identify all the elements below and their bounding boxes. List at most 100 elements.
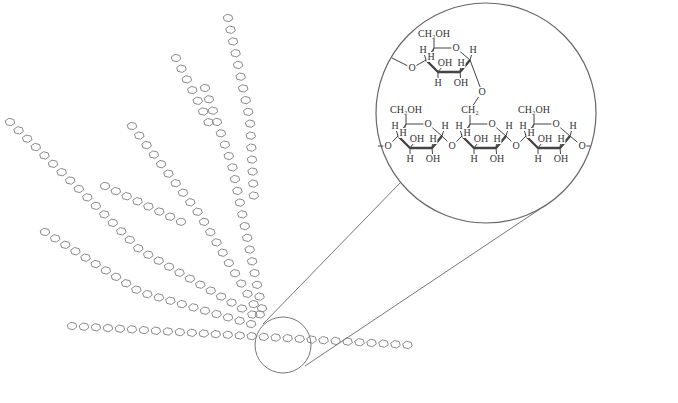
- glucose-unit: [139, 326, 149, 333]
- glucose-unit: [242, 234, 252, 241]
- atom-label: H: [492, 134, 501, 144]
- glucose-unit: [200, 84, 210, 91]
- glucose-unit: [235, 332, 245, 339]
- glucose-unit: [241, 96, 251, 103]
- glucose-unit: [198, 108, 208, 115]
- glucose-unit: [403, 341, 413, 348]
- glucose-unit: [193, 208, 203, 215]
- glucose-unit: [271, 334, 281, 341]
- glucose-unit: [176, 218, 186, 225]
- glucose-unit: [122, 193, 132, 200]
- glucose-unit: [144, 251, 154, 258]
- glucose-unit: [211, 330, 221, 337]
- glucose-unit: [220, 141, 230, 148]
- glucose-unit: [125, 236, 135, 243]
- atom-label: O: [423, 119, 432, 129]
- glucose-unit: [252, 281, 262, 288]
- glucose-unit: [171, 54, 181, 61]
- glucose-unit: [127, 122, 137, 129]
- atom-label: CH₂OH: [517, 105, 551, 115]
- atom-label: OH: [425, 154, 441, 164]
- glucose-unit: [151, 327, 161, 334]
- glucose-unit: [248, 168, 258, 175]
- glucose-unit: [231, 49, 241, 56]
- glucose-unit: [135, 132, 145, 139]
- glucose-unit: [228, 164, 238, 171]
- glucose-unit: [65, 177, 75, 184]
- atom-label: H: [469, 154, 478, 164]
- glucose-unit: [235, 199, 245, 206]
- glucose-unit: [188, 86, 198, 93]
- atom-label: H: [468, 45, 477, 55]
- glucose-unit: [257, 305, 267, 312]
- glucose-unit: [61, 241, 71, 248]
- glucose-unit: [295, 335, 305, 342]
- glucose-unit: [255, 293, 265, 300]
- atom-label: O: [487, 119, 496, 129]
- glucose-unit: [5, 118, 15, 125]
- glucose-unit: [206, 228, 216, 235]
- glucose-unit: [133, 198, 143, 205]
- glucose-unit: [199, 330, 209, 337]
- glucose-unit: [343, 338, 353, 345]
- glucose-unit: [48, 160, 58, 167]
- glucose-unit: [216, 130, 226, 137]
- bond-line: [470, 60, 482, 110]
- glucose-unit: [164, 263, 174, 270]
- atom-label: H: [526, 128, 535, 138]
- glucose-unit: [193, 97, 203, 104]
- glucose-unit: [155, 208, 165, 215]
- atom-label: OH: [437, 58, 453, 68]
- glucose-unit: [101, 267, 111, 274]
- glucose-unit: [246, 320, 256, 327]
- atom-label: H: [426, 52, 435, 62]
- atom-label: O: [447, 141, 456, 151]
- zoom-circle: [376, 3, 596, 223]
- glucose-unit: [100, 182, 110, 189]
- glucose-unit: [154, 257, 164, 264]
- glucose-unit: [206, 287, 216, 294]
- glucose-unit: [187, 329, 197, 336]
- glucose-unit: [236, 280, 246, 287]
- glucose-unit: [91, 324, 101, 331]
- atom-label: H: [390, 121, 399, 131]
- glucose-unit: [200, 307, 210, 314]
- glucose-unit: [189, 304, 199, 311]
- glucose-unit: [245, 120, 255, 127]
- glucose-unit: [196, 281, 206, 288]
- glucose-unit: [57, 168, 67, 175]
- glucose-unit: [250, 269, 260, 276]
- glucose-unit: [163, 328, 173, 335]
- atom-label: OH: [553, 154, 569, 164]
- atom-label: OH: [473, 134, 489, 144]
- glucose-unit: [247, 156, 257, 163]
- glucose-unit: [233, 187, 243, 194]
- atom-label: H: [504, 121, 513, 131]
- glucose-unit: [22, 135, 32, 142]
- glucose-unit: [212, 310, 222, 317]
- glucose-unit: [175, 269, 185, 276]
- glucose-unit: [247, 144, 257, 151]
- glucose-unit: [81, 254, 91, 261]
- glucose-unit: [243, 108, 253, 115]
- glucose-unit: [319, 337, 329, 344]
- atom-label: H: [462, 128, 471, 138]
- glucose-unit: [127, 326, 137, 333]
- atom-label: O: [577, 141, 586, 151]
- atom-label: H: [533, 154, 542, 164]
- glucose-unit: [144, 203, 154, 210]
- glucose-unit: [74, 185, 84, 192]
- glucose-unit: [132, 286, 142, 293]
- glucose-unit: [237, 305, 247, 312]
- glucose-unit: [50, 235, 60, 242]
- glucose-unit: [177, 65, 187, 72]
- glucose-unit: [156, 160, 166, 167]
- glucose-unit: [223, 331, 233, 338]
- atom-label: H: [518, 121, 527, 131]
- glucose-unit: [103, 324, 113, 331]
- glucose-unit: [216, 293, 226, 300]
- glucose-unit: [14, 127, 24, 134]
- glucose-unit: [259, 333, 269, 340]
